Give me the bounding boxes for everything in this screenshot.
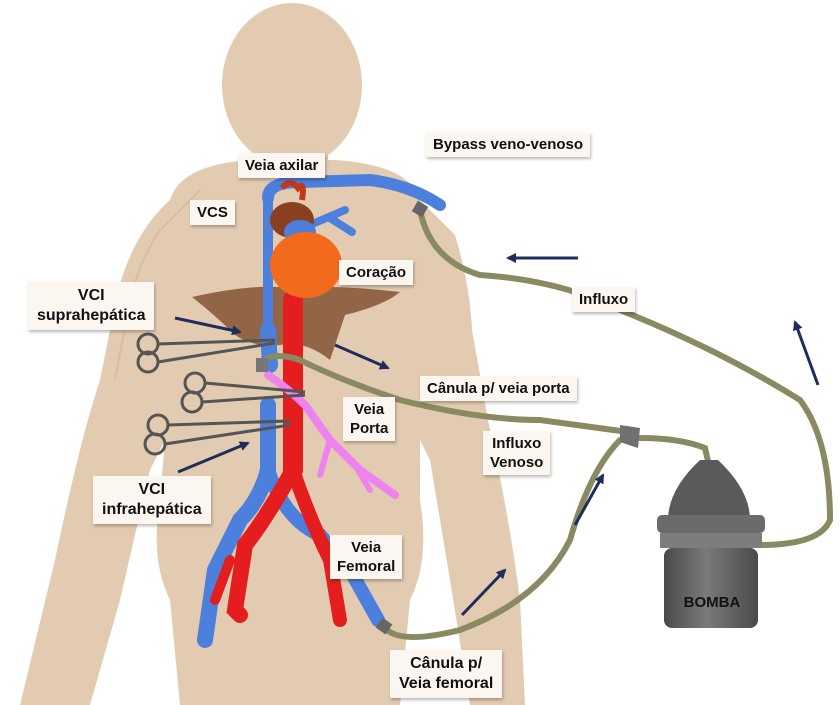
label-vcs-text: VCS xyxy=(197,203,228,222)
label-canula-porta: Cânula p/ veia porta xyxy=(420,376,577,401)
label-veia-porta: Veia Porta xyxy=(343,397,395,441)
label-canula-femoral-line2: Veia femoral xyxy=(399,674,493,694)
label-veia-porta-line1: Veia xyxy=(350,400,388,419)
label-vci-suprahepatica: VCI suprahepática xyxy=(28,282,154,330)
label-canula-femoral: Cânula p/ Veia femoral xyxy=(390,650,502,698)
label-coracao-text: Coração xyxy=(346,263,406,282)
label-influxo: Influxo xyxy=(572,287,635,312)
label-canula-femoral-line1: Cânula p/ xyxy=(399,654,493,674)
label-vci-supra-line1: VCI xyxy=(37,286,145,306)
label-vci-infrahepatica: VCI infrahepática xyxy=(93,476,211,524)
label-coracao: Coração xyxy=(339,260,413,285)
label-veia-axilar: Veia axilar xyxy=(238,153,325,178)
label-influxo-venoso-line1: Influxo xyxy=(490,434,543,453)
label-vci-supra-line2: suprahepática xyxy=(37,306,145,326)
label-vci-infra-line1: VCI xyxy=(102,480,202,500)
label-bomba: BOMBA xyxy=(668,594,756,611)
label-influxo-venoso: Influxo Venoso xyxy=(483,431,550,475)
label-veia-femoral: Veia Femoral xyxy=(330,535,402,579)
label-vci-infra-line2: infrahepática xyxy=(102,500,202,520)
label-bypass: Bypass veno-venoso xyxy=(426,132,590,157)
label-canula-porta-text: Cânula p/ veia porta xyxy=(427,379,570,398)
label-veia-porta-line2: Porta xyxy=(350,419,388,438)
label-veia-axilar-text: Veia axilar xyxy=(245,156,318,175)
label-vcs: VCS xyxy=(190,200,235,225)
label-influxo-venoso-line2: Venoso xyxy=(490,453,543,472)
label-bypass-text: Bypass veno-venoso xyxy=(433,135,583,154)
label-influxo-text: Influxo xyxy=(579,290,628,309)
label-veia-femoral-line1: Veia xyxy=(337,538,395,557)
label-veia-femoral-line2: Femoral xyxy=(337,557,395,576)
